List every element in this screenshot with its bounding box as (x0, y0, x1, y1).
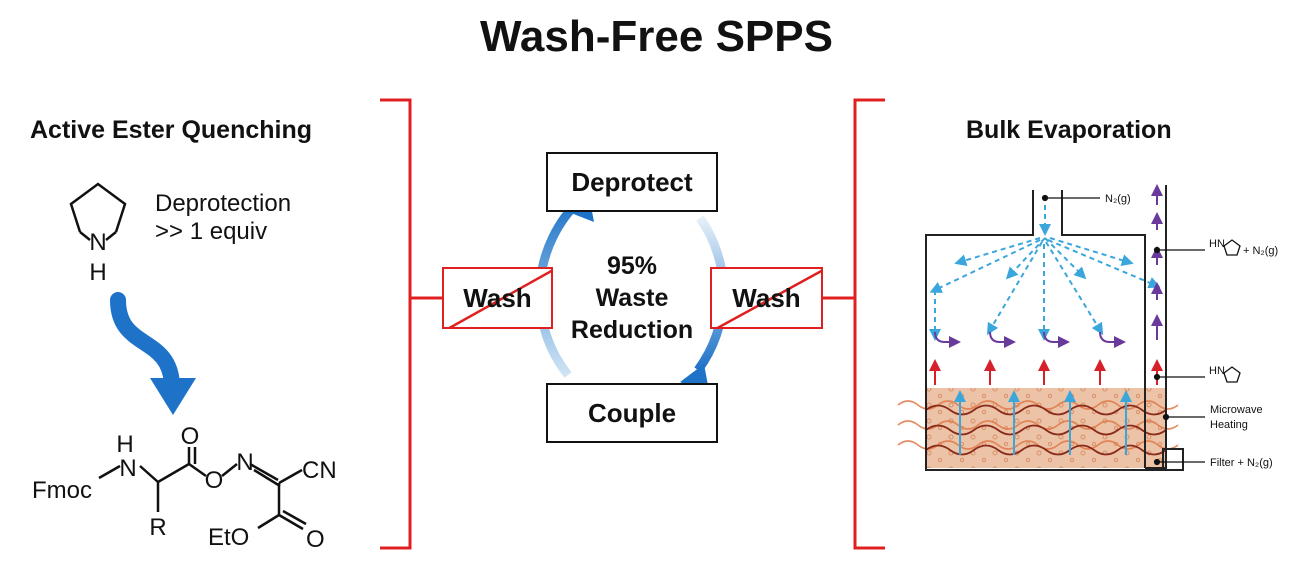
waste-reduction-text: 95% Waste Reduction (552, 250, 712, 346)
curved-down-arrow-head (150, 378, 196, 415)
evaporation-arrows (934, 184, 1163, 348)
label-n2: N₂(g) (1105, 193, 1131, 205)
active-ester-heading: Active Ester Quenching (30, 116, 313, 144)
resin-flow-arrows (954, 390, 1132, 455)
deprotect-box: Deprotect (546, 152, 718, 212)
product-eto: EtO (208, 524, 249, 551)
wash-left-label: Wash (463, 282, 532, 313)
product-nh-h: H (116, 431, 133, 458)
wash-left-box: Wash (442, 267, 553, 329)
wash-right-label: Wash (732, 282, 801, 313)
deprotection-note: Deprotection >> 1 equiv (155, 190, 291, 246)
couple-label: Couple (587, 397, 677, 428)
crossed-out-icon (448, 269, 551, 327)
crossed-out-icon (716, 269, 821, 327)
left-chemistry-drawing: N H Fmoc H N R O O N CN EtO O (32, 182, 337, 553)
deprotection-line1: Deprotection (155, 190, 292, 217)
page-title: Wash-Free SPPS (480, 12, 833, 61)
deprotection-line2: >> 1 equiv (155, 218, 268, 245)
microwave-waves (897, 400, 1179, 450)
reaction-vessel (925, 185, 1184, 471)
product-o-ester: O (205, 467, 224, 494)
nitrogen-flow-arrows (929, 205, 1161, 341)
label-hn-bottom: HN (1209, 365, 1225, 377)
label-filter: Filter + N₂(g) (1210, 457, 1273, 469)
pyrrolidine-n: N (89, 229, 106, 256)
product-r: R (149, 514, 166, 541)
couple-box: Couple (546, 383, 718, 443)
right-red-bracket (853, 98, 885, 550)
product-n-oxime: N (236, 449, 253, 476)
pyrrolidine-structure (69, 182, 127, 241)
product-structure (98, 447, 307, 531)
product-cn: CN (302, 457, 337, 484)
label-microwave-2: Heating (1210, 419, 1248, 431)
pyrrolidine-h: H (89, 259, 106, 286)
product-fmoc: Fmoc (32, 477, 92, 504)
deprotect-label: Deprotect (571, 166, 693, 197)
vapor-arrows (929, 359, 1163, 385)
product-o-ester2: O (306, 526, 325, 553)
left-red-bracket (380, 98, 412, 550)
product-o-carbonyl: O (181, 423, 200, 450)
reduction-line3: Reduction (570, 316, 694, 344)
label-microwave-1: Microwave (1210, 404, 1263, 416)
bulk-evaporation-heading: Bulk Evaporation (966, 116, 1172, 144)
wash-right-box: Wash (710, 267, 823, 329)
reduction-line1: 95% (606, 252, 658, 280)
curved-down-arrow-icon (110, 292, 180, 393)
label-pyrrolidine-n2: + N₂(g) (1243, 245, 1278, 257)
label-hn-top: HN (1209, 238, 1225, 250)
reduction-line2: Waste (595, 284, 669, 312)
product-nh-n: N (119, 455, 136, 482)
